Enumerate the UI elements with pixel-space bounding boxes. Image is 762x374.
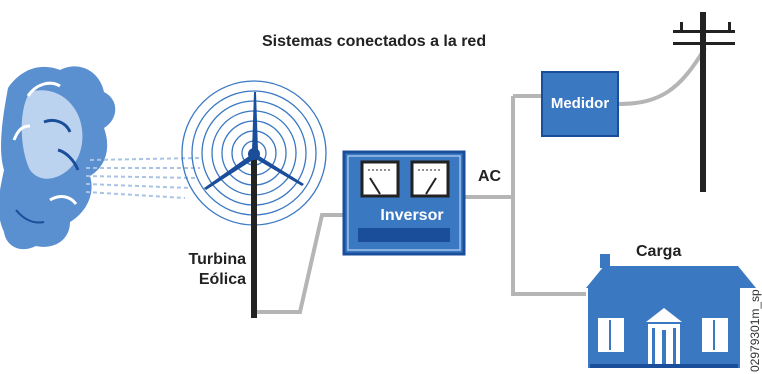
wire-turbine-inverter xyxy=(252,213,344,314)
inverter-icon xyxy=(342,150,466,256)
wires xyxy=(252,46,707,314)
wire-meter-pole xyxy=(617,46,707,106)
turbine-label-line1: Turbina xyxy=(188,251,246,268)
wire-trunk xyxy=(511,96,586,296)
inverter-label: Inversor xyxy=(380,207,444,224)
wind-face-icon xyxy=(0,66,116,250)
diagram-title: Sistemas conectados a la red xyxy=(262,33,487,50)
figure-code: 02979301m_sp xyxy=(748,289,762,372)
wind-turbine-icon xyxy=(181,80,327,318)
house-icon xyxy=(586,254,756,368)
meter-label: Medidor xyxy=(550,95,610,112)
ac-label: AC xyxy=(478,168,502,185)
load-label: Carga xyxy=(636,243,682,260)
turbine-label-line2: Eólica xyxy=(198,271,246,288)
utility-pole-icon xyxy=(673,12,735,192)
meter-icon xyxy=(541,71,619,137)
